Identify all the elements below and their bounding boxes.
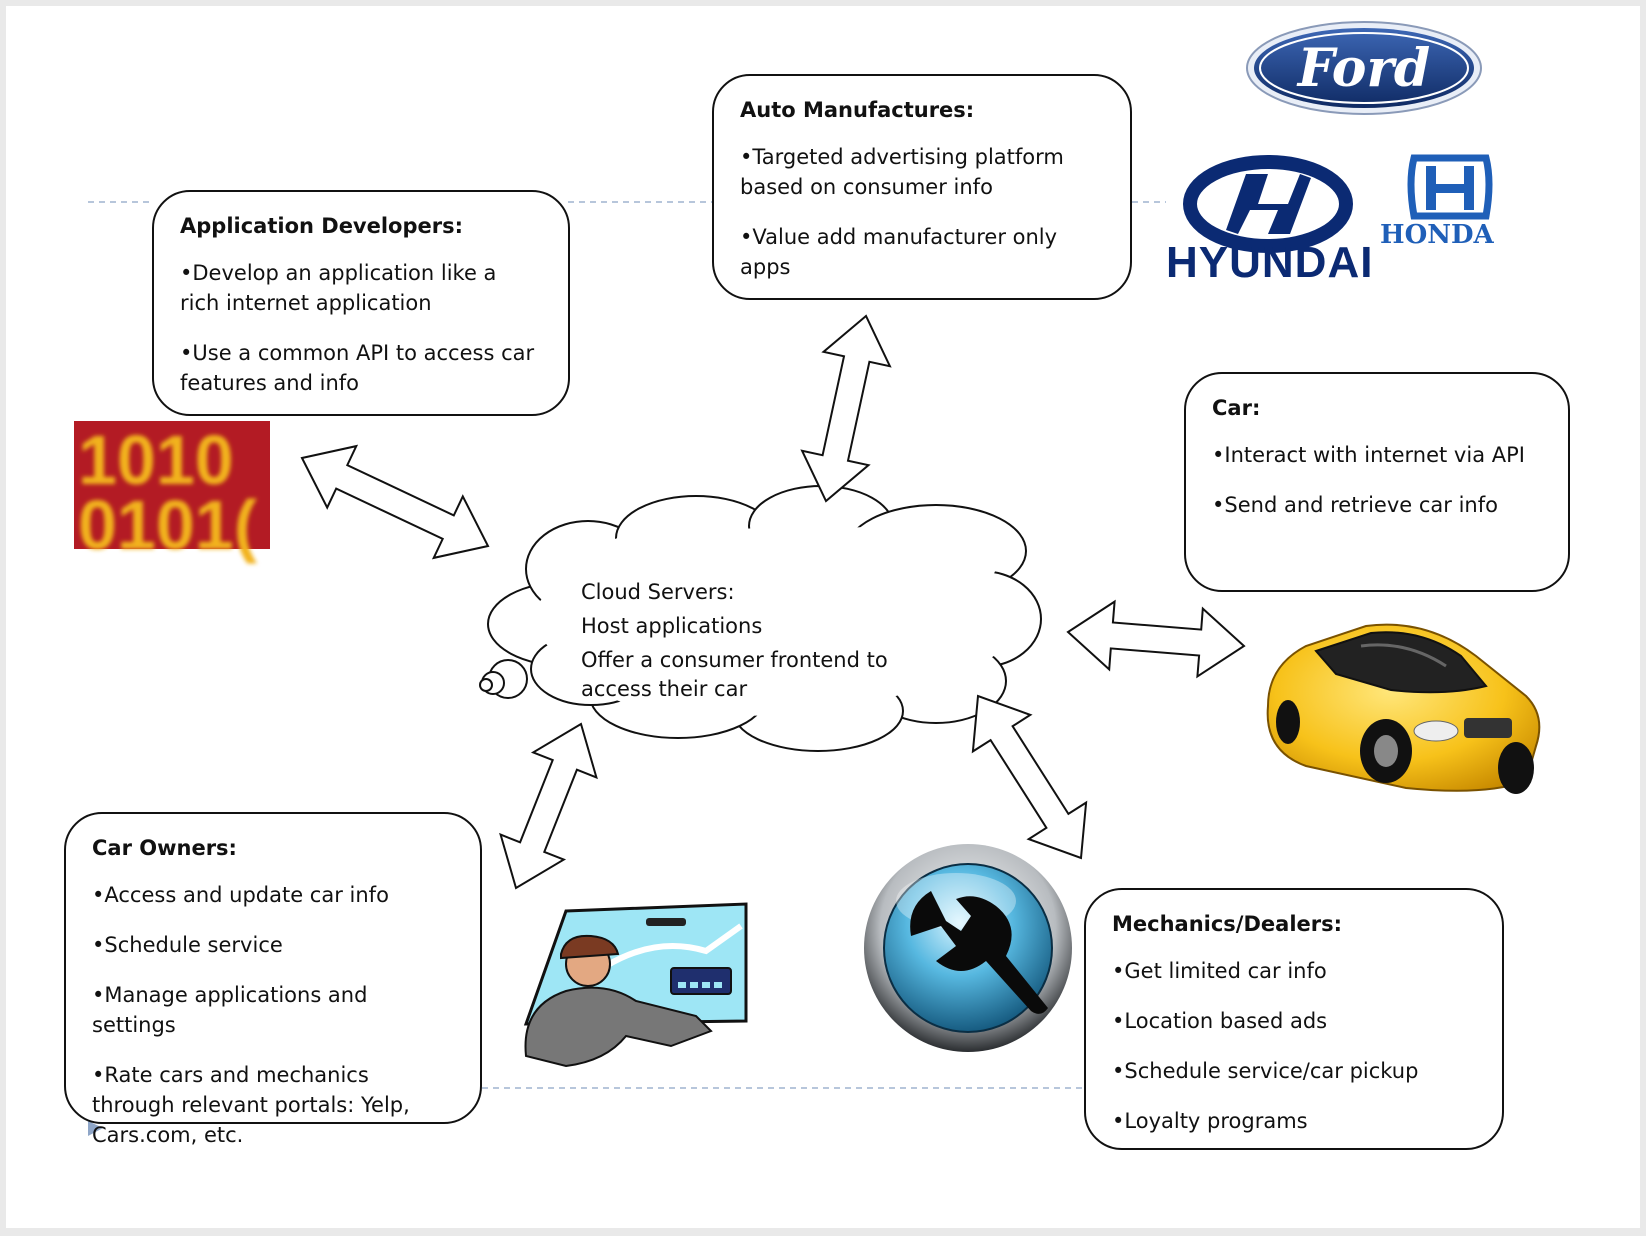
yellow-car-illustration bbox=[1266, 623, 1541, 794]
node-item: •Manage applications and settings bbox=[92, 983, 368, 1037]
diagram-page: 1010 0101( Ford bbox=[6, 6, 1640, 1228]
slide-marker-triangle bbox=[88, 1121, 103, 1136]
cloud-line: Cloud Servers: bbox=[581, 580, 735, 604]
node-title: Auto Manufactures: bbox=[740, 98, 975, 122]
hyundai-logo-text: HYUNDAI bbox=[1166, 238, 1374, 287]
node-item: •Location based ads bbox=[1112, 1009, 1328, 1033]
node-mechanics-dealers: Mechanics/Dealers: •Get limited car info… bbox=[1084, 888, 1504, 1150]
node-title: Car: bbox=[1212, 396, 1261, 420]
node-car-owners: Car Owners: •Access and update car info … bbox=[64, 812, 482, 1147]
node-application-developers: Application Developers: •Develop an appl… bbox=[152, 190, 570, 416]
node-item: •Targeted advertising platform based on … bbox=[740, 145, 1064, 199]
cloud-tail-small bbox=[479, 678, 493, 692]
cloud-line: Offer a consumer frontend to access thei… bbox=[581, 648, 888, 701]
node-item: •Value add manufacturer only apps bbox=[740, 225, 1058, 279]
binary-line-1: 1010 bbox=[78, 421, 234, 499]
arrow-car-cloud bbox=[1066, 599, 1246, 679]
node-item: •Get limited car info bbox=[1112, 959, 1327, 983]
connection-arrows bbox=[300, 314, 1246, 890]
node-item: •Schedule service bbox=[92, 933, 283, 957]
node-auto-manufactures: Auto Manufactures: •Targeted advertising… bbox=[712, 74, 1132, 300]
node-item: •Send and retrieve car info bbox=[1212, 493, 1498, 517]
node-title: Application Developers: bbox=[180, 214, 464, 238]
arrow-app-dev-cloud bbox=[300, 444, 490, 560]
driver-clipart bbox=[523, 902, 748, 1068]
node-car: Car: •Interact with internet via API •Se… bbox=[1184, 372, 1570, 592]
node-title: Car Owners: bbox=[92, 836, 237, 860]
arrow-mechanics-cloud bbox=[971, 694, 1088, 860]
arrow-auto-mfg-cloud bbox=[800, 314, 892, 503]
ford-logo-text: Ford bbox=[1296, 38, 1431, 99]
node-cloud-servers: Cloud Servers: Host applications Offer a… bbox=[581, 578, 911, 709]
binary-code-image: 1010 0101( bbox=[74, 406, 300, 566]
node-item: •Develop an application like a rich inte… bbox=[180, 261, 497, 315]
honda-logo-text: HONDA bbox=[1380, 220, 1494, 250]
node-item: •Interact with internet via API bbox=[1212, 443, 1525, 467]
diagram-canvas: 1010 0101( Ford bbox=[74, 21, 1541, 1136]
node-item: •Loyalty programs bbox=[1112, 1109, 1308, 1133]
ford-logo: Ford bbox=[1246, 21, 1482, 115]
honda-emblem bbox=[1407, 154, 1493, 220]
node-title: Mechanics/Dealers: bbox=[1112, 912, 1343, 936]
cloud-line: Host applications bbox=[581, 614, 763, 638]
arrow-car-owners-cloud bbox=[499, 722, 598, 890]
node-item: •Use a common API to access car features… bbox=[180, 341, 535, 395]
hyundai-emblem bbox=[1183, 155, 1353, 253]
node-item: •Schedule service/car pickup bbox=[1112, 1059, 1419, 1083]
node-item: •Access and update car info bbox=[92, 883, 389, 907]
binary-line-2: 0101( bbox=[78, 486, 258, 564]
wrench-button-icon bbox=[864, 844, 1072, 1052]
node-item: •Rate cars and mechanics through relevan… bbox=[92, 1063, 410, 1147]
